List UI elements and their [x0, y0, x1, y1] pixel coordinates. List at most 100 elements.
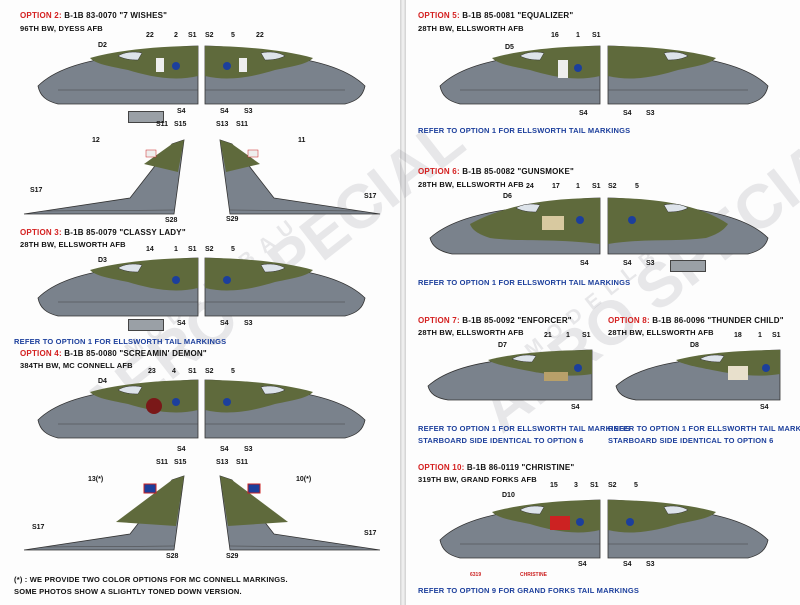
callout: 14	[146, 246, 154, 253]
callout: S28	[166, 553, 179, 560]
option-7-unit: 28TH BW, ELLSWORTH AFB	[418, 328, 524, 337]
option-5-title: OPTION 5: B-1B 85-0081 "EQUALIZER"	[418, 11, 574, 20]
option-3-port-nose	[37, 257, 199, 317]
callout: S17	[30, 187, 43, 194]
option-6-port-nose	[429, 197, 601, 255]
note-starboard-identical: STARBOARD SIDE IDENTICAL TO OPTION 6	[608, 436, 774, 445]
option-3-decal-plate	[128, 319, 164, 331]
callout: D7	[498, 342, 507, 349]
callout: S1	[188, 368, 197, 375]
callout: S4	[220, 446, 229, 453]
callout: 17	[552, 183, 560, 190]
callout: S3	[244, 108, 253, 115]
small-label: CHRISTINE	[520, 572, 547, 578]
callout: D5	[505, 44, 514, 51]
option-4-unit: 384TH BW, MC CONNELL AFB	[20, 361, 133, 370]
callout: S3	[244, 320, 253, 327]
option-10-starboard-nose	[607, 499, 769, 559]
callout: S17	[32, 524, 45, 531]
callout: 1	[174, 246, 178, 253]
option-6-decal-plate	[670, 260, 706, 272]
tail-fin-starboard	[219, 475, 381, 551]
option-10-unit: 319TH BW, GRAND FORKS AFB	[418, 475, 537, 484]
callout: S4	[580, 260, 589, 267]
callout: S15	[174, 121, 187, 128]
tail-fin-port	[23, 475, 185, 551]
callout: S1	[592, 32, 601, 39]
callout: S1	[772, 332, 781, 339]
callout: S1	[592, 183, 601, 190]
callout: S4	[220, 108, 229, 115]
callout: 16	[551, 32, 559, 39]
callout: 22	[256, 32, 264, 39]
callout: S11	[156, 121, 169, 128]
callout: S3	[244, 446, 253, 453]
callout: S11	[236, 459, 249, 466]
callout: S4	[571, 404, 580, 411]
callout: S1	[188, 246, 197, 253]
option-4-title: OPTION 4: B-1B 85-0080 "SCREAMIN' DEMON"	[20, 349, 207, 358]
callout: 5	[231, 246, 235, 253]
tail-fin-starboard	[219, 139, 381, 215]
callout: 11	[298, 137, 306, 144]
callout: D4	[98, 378, 107, 385]
callout: 23	[148, 368, 156, 375]
callout: S4	[579, 110, 588, 117]
small-label: 6319	[470, 572, 482, 578]
callout: S11	[236, 121, 249, 128]
callout: S17	[364, 530, 377, 537]
callout: S3	[646, 260, 655, 267]
callout: S2	[608, 482, 617, 489]
callout: D8	[690, 342, 699, 349]
callout: 18	[734, 332, 742, 339]
option-10-title: OPTION 10: B-1B 86-0119 "CHRISTINE"	[418, 463, 575, 472]
option-8-port-nose	[615, 349, 781, 401]
option-8-title: OPTION 8: B-1B 86-0096 "THUNDER CHILD"	[608, 316, 784, 325]
callout: 24	[526, 183, 534, 190]
option-4-starboard-nose	[204, 379, 366, 439]
option-3-starboard-nose	[204, 257, 366, 317]
option-2-decal-plate	[128, 111, 164, 123]
option-10-port-nose	[439, 499, 601, 559]
callout: 1	[566, 332, 570, 339]
tail-fin-port	[23, 139, 185, 215]
option-3-unit: 28TH BW, ELLSWORTH AFB	[20, 240, 126, 249]
note-ellsworth-tail: REFER TO OPTION 1 FOR ELLSWORTH TAIL MAR…	[418, 424, 631, 433]
callout: 1	[758, 332, 762, 339]
callout: 15	[550, 482, 558, 489]
callout: 5	[635, 183, 639, 190]
callout: 12	[92, 137, 100, 144]
option-3-title: OPTION 3: B-1B 85-0079 "CLASSY LADY"	[20, 228, 186, 237]
callout: S4	[177, 446, 186, 453]
callout: S2	[205, 246, 214, 253]
note-ellsworth-tail: REFER TO OPTION 1 FOR ELLSWORTH TAIL MAR…	[14, 337, 227, 346]
callout: S15	[174, 459, 187, 466]
callout: S4	[623, 260, 632, 267]
callout: S4	[760, 404, 769, 411]
callout: 22	[146, 32, 154, 39]
callout: D10	[502, 492, 515, 499]
option-8-unit: 28TH BW, ELLSWORTH AFB	[608, 328, 714, 337]
callout: S4	[623, 110, 632, 117]
callout: 5	[231, 32, 235, 39]
callout: 2	[174, 32, 178, 39]
callout: 4	[172, 368, 176, 375]
callout: S13	[216, 121, 229, 128]
callout: D3	[98, 257, 107, 264]
option-2-starboard-nose	[204, 45, 366, 105]
option-7-title: OPTION 7: B-1B 85-0092 "ENFORCER"	[418, 316, 572, 325]
option-7-port-nose	[427, 349, 593, 401]
option-5-starboard-nose	[607, 45, 769, 105]
callout: S1	[582, 332, 591, 339]
callout: S4	[177, 320, 186, 327]
callout: S2	[205, 32, 214, 39]
callout: S3	[646, 110, 655, 117]
option-6-starboard-nose	[607, 197, 769, 255]
callout: D2	[98, 42, 107, 49]
option-6-unit: 28TH BW, ELLSWORTH AFB	[418, 180, 524, 189]
callout: S4	[623, 561, 632, 568]
note-grand-forks-tail: REFER TO OPTION 9 FOR GRAND FORKS TAIL M…	[418, 586, 640, 595]
note-starboard-identical: STARBOARD SIDE IDENTICAL TO OPTION 6	[418, 436, 584, 445]
option-5-port-nose	[439, 45, 601, 105]
callout: 13(*)	[88, 476, 104, 483]
